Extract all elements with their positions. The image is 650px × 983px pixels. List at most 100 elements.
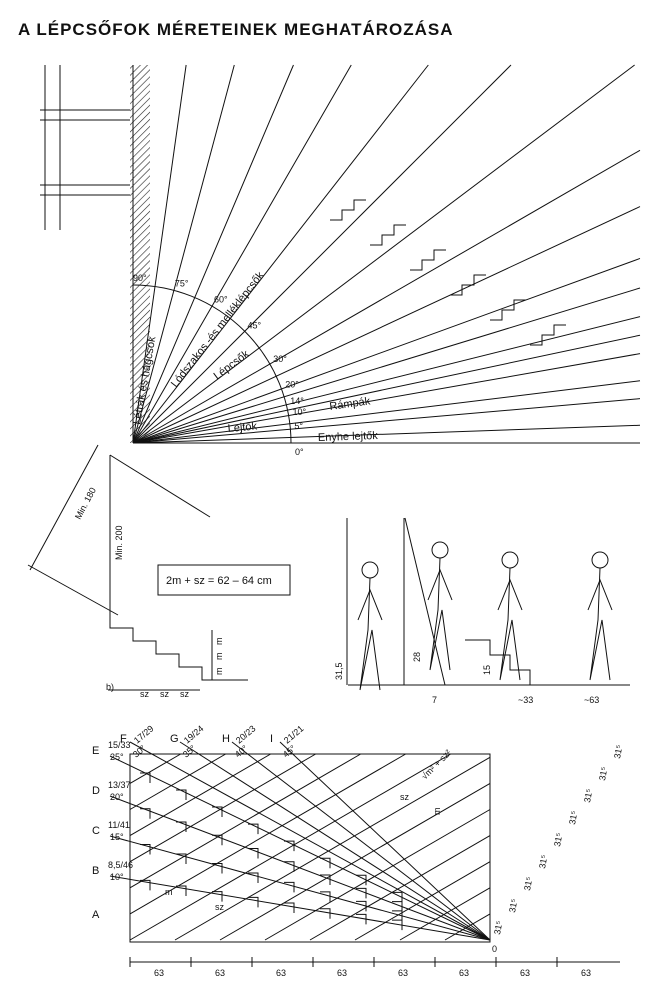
ray-to-origin [109, 795, 491, 941]
steps-profile [465, 639, 560, 686]
person-head [361, 561, 379, 579]
step-mark [320, 891, 331, 902]
angle-label: 75° [175, 279, 189, 289]
pitch-line [174, 756, 491, 941]
step-mark [140, 808, 151, 819]
step-mark [176, 853, 187, 864]
step-mark [248, 896, 259, 908]
person-arms [357, 588, 383, 621]
person-head [501, 551, 519, 569]
fan-ray [132, 64, 187, 444]
bottom-dimension-label: 63 [459, 968, 469, 978]
pitch-value-label: 31⁵ [537, 854, 549, 870]
sz-label: sz [180, 689, 190, 699]
sz-label: sz [160, 689, 170, 699]
formula-text: 2m + sz = 62 – 64 cm [166, 575, 272, 587]
pitch-line [444, 913, 491, 941]
step-mark [140, 879, 151, 891]
wall-hatch [130, 65, 150, 443]
col-ratio: 20/23 [234, 723, 258, 745]
person-head [591, 551, 609, 569]
bottom-dimension-label: 63 [215, 968, 225, 978]
angle-label: 30° [273, 354, 287, 364]
fan-ray [132, 206, 641, 444]
step-mark [284, 861, 295, 872]
angle-label: 5° [294, 421, 303, 431]
ray-to-origin [109, 875, 491, 941]
pitch-line [354, 861, 491, 941]
headroom-line [109, 454, 211, 518]
step-mark [248, 872, 259, 883]
step-mark [392, 919, 403, 931]
zone-gentle-slopes-label: Enyhe lejtők [318, 430, 379, 444]
person-arms [497, 578, 523, 611]
bottom-dimension-label: 63 [398, 968, 408, 978]
row-angle: 15° [110, 832, 124, 842]
pitch-value-label: 31⁵ [507, 898, 519, 914]
nomogram-frame [129, 753, 491, 943]
pitch-line [129, 753, 451, 941]
ray-to-origin [129, 741, 491, 941]
step-mark [392, 901, 403, 912]
hypotenuse-label: √m² + sz² [419, 748, 453, 782]
person-head [431, 541, 449, 559]
person-arms [587, 578, 613, 611]
step-mark [392, 891, 403, 903]
row-letter: A [92, 909, 100, 921]
pitch-value-label: 31⁵ [492, 920, 504, 936]
step-mark [176, 821, 187, 832]
page-title: A LÉPCSŐFOK MÉRETEINEK MEGHATÁROZÁSA [18, 20, 454, 39]
row-letter: C [92, 825, 100, 837]
angle-label: 14° [290, 396, 304, 406]
step-mark [212, 806, 223, 818]
stair-section-diagram: Min. 180 Min. 200 b) sz sz sz m m m 2m +… [27, 444, 291, 699]
fan-ray [132, 257, 641, 444]
dim-33: ~33 [518, 695, 533, 705]
dim-63: ~63 [584, 695, 599, 705]
slope-fan-diagram: 0°5°10°14°20°30°45°60°75°90° [40, 64, 641, 457]
pitch-line [27, 564, 119, 616]
ray-to-origin [179, 741, 491, 941]
step-mark [356, 874, 367, 886]
fan-ray [132, 380, 641, 444]
row-angle: 25° [110, 752, 124, 762]
bottom-dimension-label: 63 [581, 968, 591, 978]
angle-label: 90° [133, 273, 147, 283]
step-mark [356, 900, 367, 912]
pitch-value-label: 31⁵ [567, 810, 579, 826]
m-label: m [214, 668, 224, 676]
fan-ray [132, 424, 641, 444]
pitch-value-label: 31⁵ [522, 876, 534, 892]
sz-label: sz [400, 792, 410, 802]
pitch-line [309, 835, 491, 941]
row-angle: 20° [110, 792, 124, 802]
step-mark [140, 844, 151, 855]
fan-ray [132, 334, 641, 444]
row-letter: B [92, 865, 99, 877]
fan-ray [132, 64, 512, 444]
pitch-value-label: 31⁵ [597, 766, 609, 782]
zone-stairs-label: Lépcsők [212, 348, 252, 383]
ray-to-origin [279, 741, 491, 941]
pitch-line [129, 753, 316, 863]
col-angle: 40° [233, 743, 250, 760]
pitch-line [219, 782, 491, 941]
step-mark [248, 823, 259, 835]
stair-sketch [410, 249, 446, 271]
person-body [359, 577, 381, 691]
angle-label: 20° [285, 380, 299, 390]
step-mark [140, 772, 151, 783]
pitch-value-label: 31⁵ [552, 832, 564, 848]
pitch-value-label: 31⁵ [612, 744, 624, 760]
step-mark [320, 908, 331, 919]
steep-ladder [404, 517, 446, 686]
step-mark [176, 885, 187, 896]
col-angle: 30° [131, 743, 148, 760]
walking-figures-diagram: 31,5 28 7 15 ~33 ~63 [334, 517, 630, 705]
min-180-label: Min. 180 [73, 486, 98, 521]
fan-ray [132, 353, 641, 444]
dim-15: 15 [482, 665, 492, 675]
pitch-value-label: 31⁵ [582, 788, 594, 804]
